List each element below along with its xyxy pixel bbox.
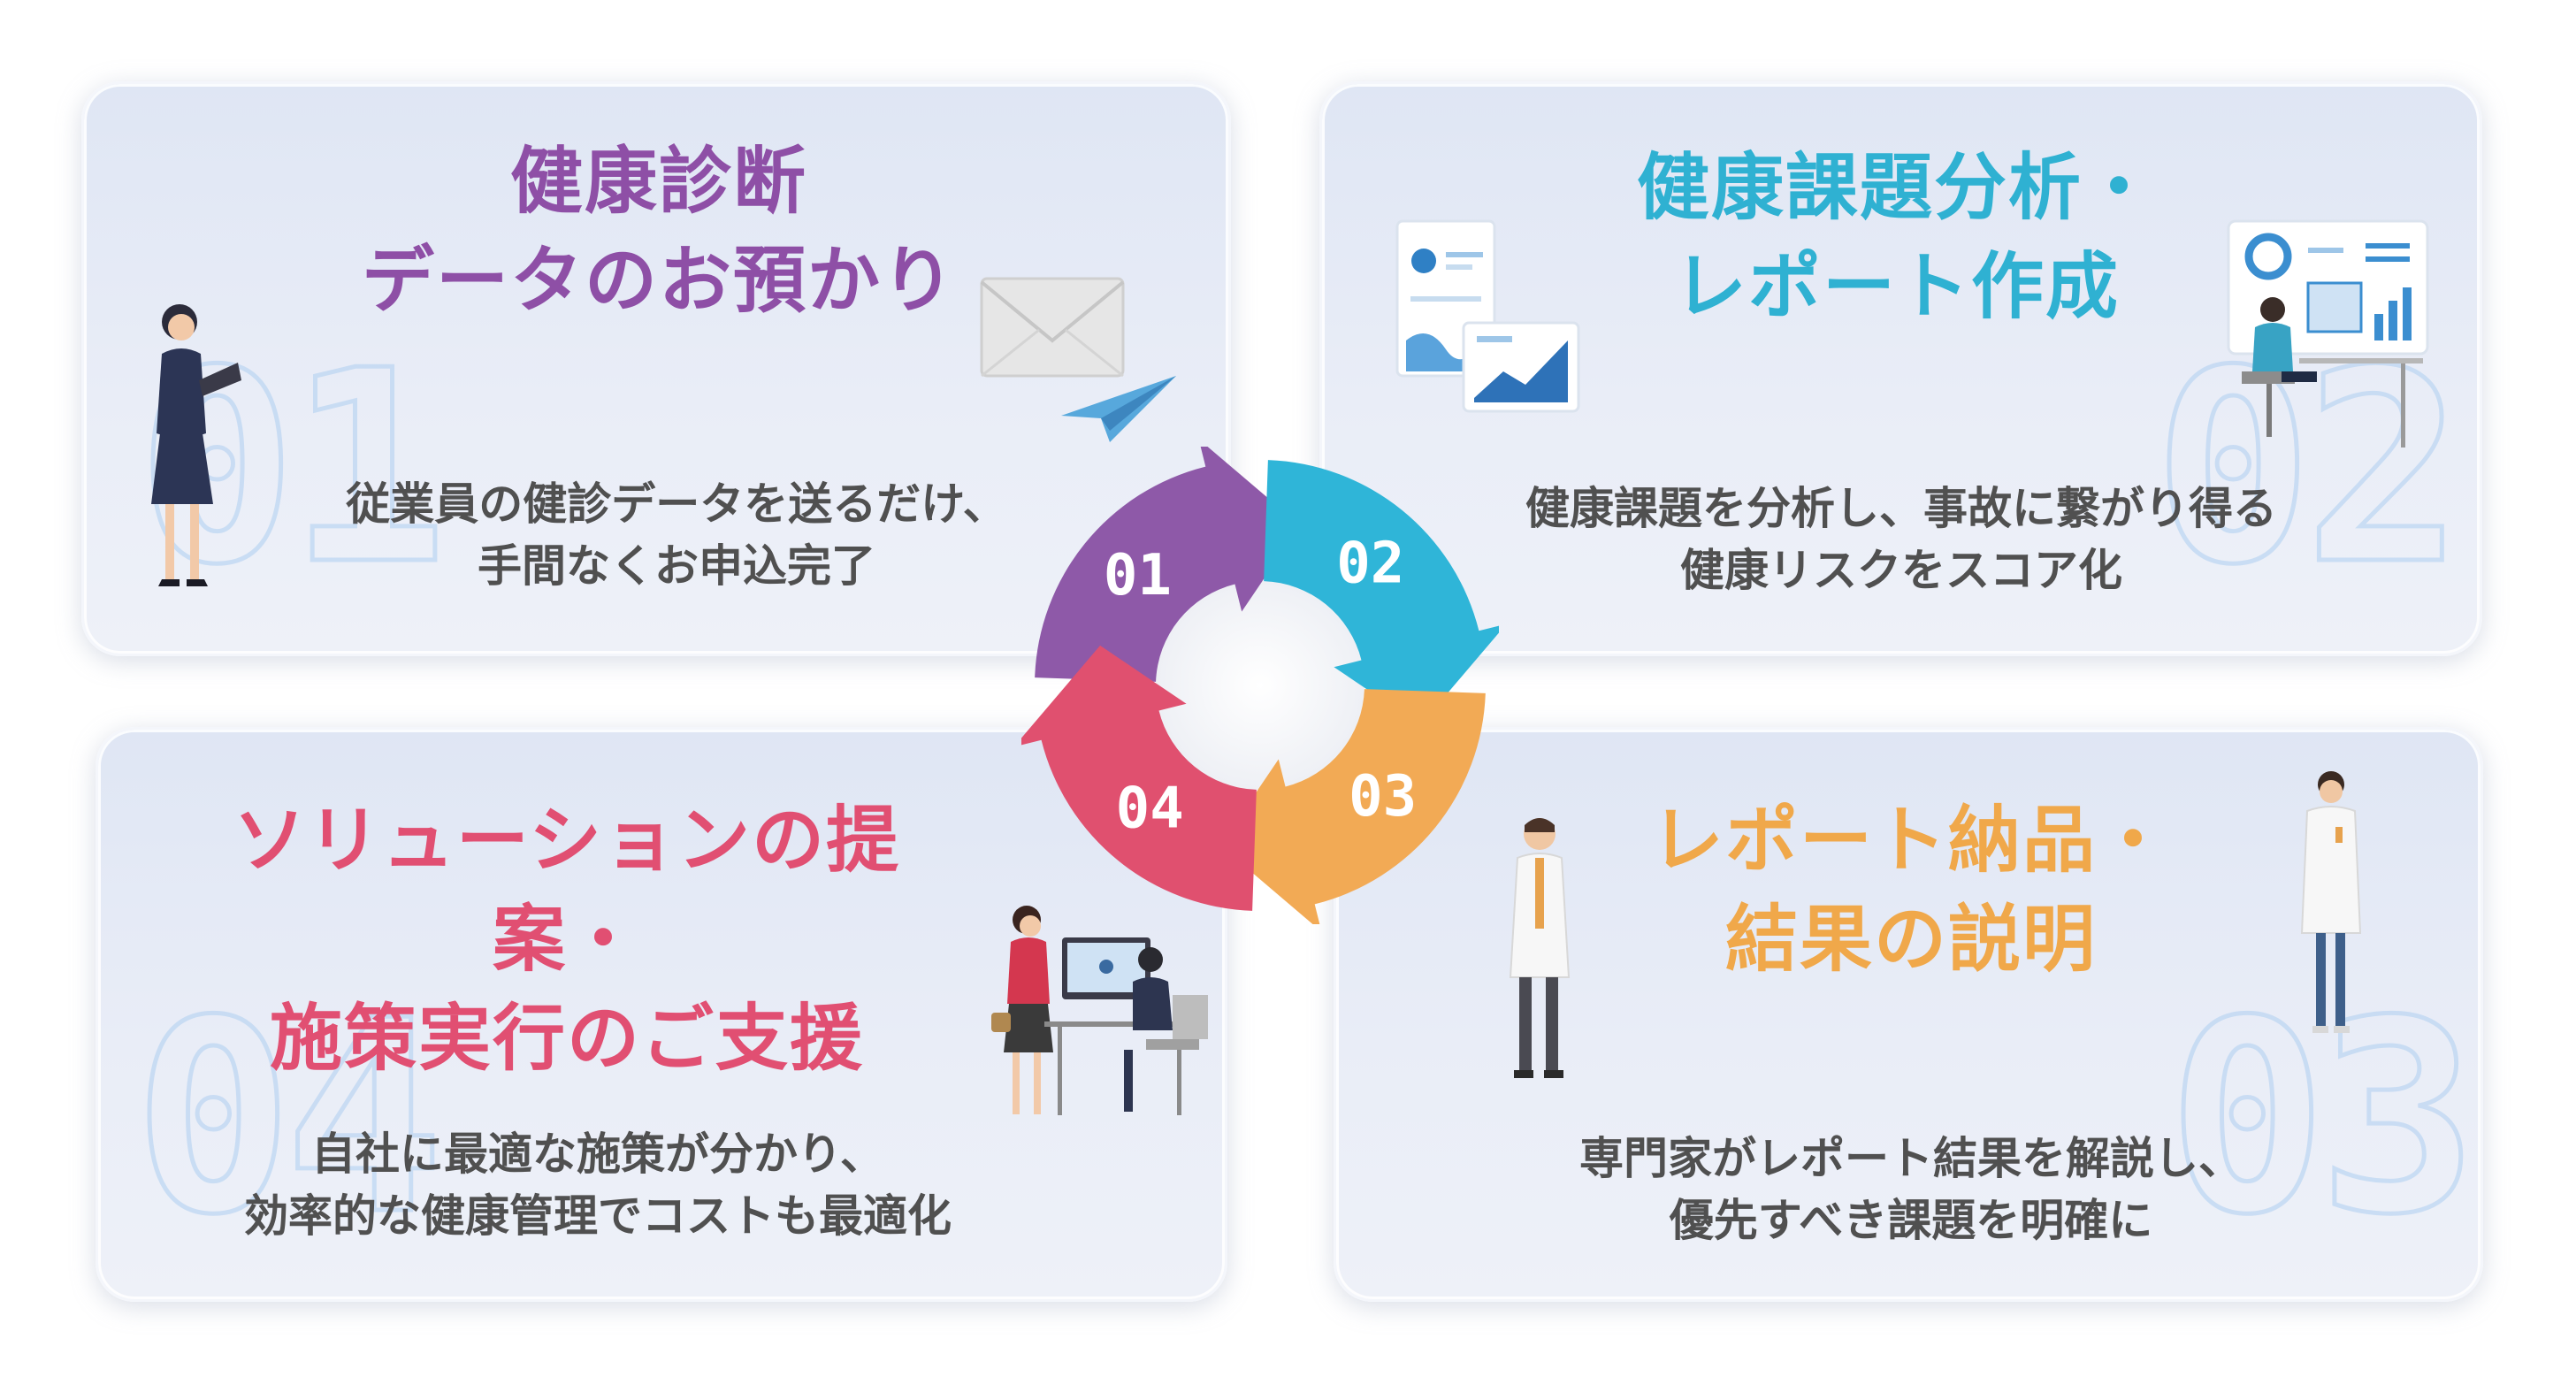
step-description-03: 専門家がレポート結果を解説し、 優先すべき課題を明確に	[1579, 1133, 2243, 1246]
step-description-02: 健康課題を分析し、事故に繋がり得る 健康リスクをスコア化	[1525, 483, 2277, 596]
step-description-01: 従業員の健診データを送るだけ、 手間なくお申込完了	[346, 478, 1007, 592]
step-title-02: 健康課題分析・ レポート作成	[1636, 146, 2157, 329]
cycle-segment-label-04: 04	[1116, 777, 1184, 842]
ghost-number-04: 04	[131, 964, 446, 1273]
cycle-segment-02	[1264, 460, 1499, 726]
cycle-center	[1156, 581, 1364, 790]
step-title-01: 健康診断 データのお預かり	[361, 140, 956, 323]
analyst-at-desk-illustration	[2227, 219, 2429, 448]
step-title-03: レポート納品・ 結果の説明	[1650, 799, 2171, 982]
step-card-04: 04 ソリューションの提案・ 施策実行のご支援 自社に最適な施策が分かり、 効率…	[96, 727, 1227, 1302]
businesswoman-laptop-illustration	[151, 304, 241, 586]
male-doctor-illustration	[1509, 818, 1571, 1078]
analysis-documents-illustration	[1395, 219, 1580, 413]
step-card-02: 02 健康課題分析・ レポート作成 健康課題を分析し、事故に繋がり得る 健康リス…	[1319, 81, 2482, 656]
female-doctor-illustration	[2300, 771, 2362, 1033]
cycle-segment-label-01: 01	[1104, 543, 1172, 608]
cycle-segment-04	[1021, 645, 1257, 911]
cycle-segment-01	[1035, 447, 1301, 682]
step-card-01: 01 健康診断 データのお預かり 従業員の健診データを送るだけ、 手間なくお申込…	[81, 81, 1231, 656]
cycle-segment-label-02: 02	[1336, 531, 1404, 596]
step-description-04: 自社に最適な施策が分かり、 効率的な健康管理でコストも最適化	[244, 1128, 952, 1242]
envelope-paper-plane-illustration	[980, 277, 1176, 442]
step-title-04: ソリューションの提案・ 施策実行のご支援	[233, 799, 901, 1081]
consultation-desk-illustration	[991, 906, 1208, 1115]
cycle-segment-label-03: 03	[1349, 764, 1417, 830]
cycle-segment-03	[1219, 689, 1486, 924]
process-cycle-diagram: 01 02 03 04	[1021, 447, 1499, 924]
step-card-03: 03 レポート納品・ 結果の説明 専門家がレポート結果を解説し、 優先すべき課題…	[1334, 727, 2483, 1302]
